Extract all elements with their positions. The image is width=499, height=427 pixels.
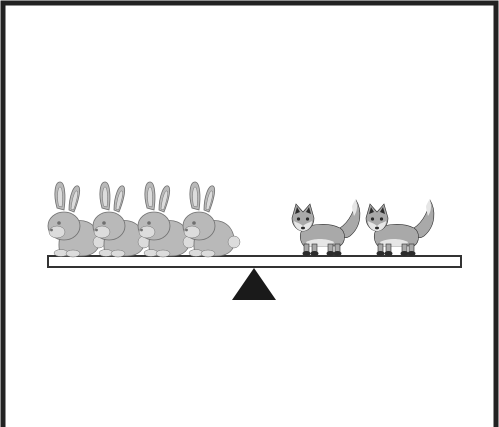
fox-icon <box>291 198 361 257</box>
seesaw-plank <box>47 255 462 268</box>
right-animals-group <box>291 198 435 257</box>
fulcrum-triangle <box>232 268 276 300</box>
left-animals-group <box>47 181 241 258</box>
fox-icon <box>365 198 435 257</box>
